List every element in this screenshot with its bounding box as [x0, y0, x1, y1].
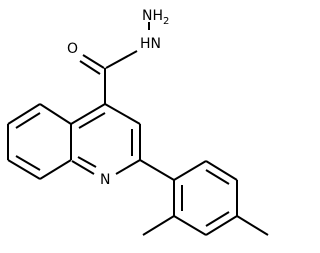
- bond-c4a-c4-inner: [78, 112, 106, 129]
- bond-c8-c8a: [39, 159, 72, 180]
- nh2-label: NH2: [142, 8, 169, 27]
- bond-aryl-6-1: [173, 160, 207, 181]
- bond-c7-c8: [7, 159, 41, 180]
- bond-aryl-5-6: [205, 160, 238, 181]
- bond-c4a-c5: [39, 103, 72, 125]
- hydrazide-bonds: [79, 22, 150, 104]
- bond-c2-aryl: [139, 159, 175, 181]
- bond-c4-c3: [104, 103, 141, 125]
- bond-c4a-c4: [70, 103, 106, 125]
- dimethylphenyl-bonds: [139, 159, 269, 236]
- bond-c5-c6: [7, 103, 41, 125]
- bond-aryl-3-4-inner: [205, 211, 230, 227]
- bond-c2-n1: [115, 159, 141, 175]
- ring-nitrogen-label: N: [100, 172, 110, 188]
- bond-aryl-3-4: [205, 215, 238, 236]
- bond-aryl-2-methyl: [142, 215, 175, 236]
- benzo-ring-bonds: [7, 103, 72, 180]
- bond-aryl-4-methyl: [236, 215, 269, 236]
- oxygen-label: O: [67, 41, 78, 57]
- bond-nh-carbonyl: [105, 50, 138, 69]
- nh-label: HN: [140, 36, 161, 52]
- bond-c7-c8-inner: [15, 155, 41, 171]
- bond-carbonyl-o-2: [79, 60, 101, 75]
- bond-aryl-2-3: [173, 215, 207, 236]
- bond-carbonyl-o-1: [82, 54, 105, 69]
- bond-n1-c8a: [71, 160, 95, 175]
- pyridine-ring-bonds: [70, 103, 141, 175]
- bond-c5-c6-inner: [15, 112, 41, 129]
- bond-aryl-5-6-inner: [205, 169, 230, 185]
- bond-n1-c8a-inner: [77, 156, 97, 168]
- molecule-structure: NH2 HN O N: [7, 8, 269, 236]
